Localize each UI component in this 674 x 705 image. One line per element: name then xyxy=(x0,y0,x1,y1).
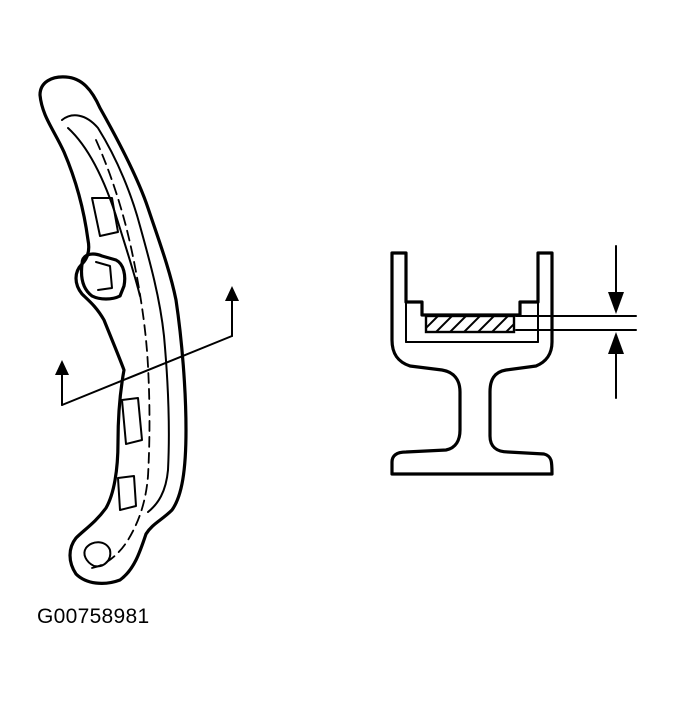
guide-rim xyxy=(61,114,170,513)
section-cut-line xyxy=(61,335,233,406)
wear-pad-hatch xyxy=(426,316,514,332)
guide-pocket-lower xyxy=(121,397,143,445)
arrow-up-icon xyxy=(55,360,69,375)
arrow-vertical-icon xyxy=(608,292,624,314)
cross-section-icon xyxy=(390,251,554,476)
wear-pad xyxy=(424,314,516,334)
guide-pocket-bottom xyxy=(117,475,137,511)
chain-guide-icon xyxy=(38,75,188,585)
guide-hidden-line xyxy=(91,139,151,569)
section-line xyxy=(55,286,239,406)
guide-tab-inner xyxy=(95,261,113,291)
arrow-up-icon xyxy=(225,286,239,301)
rail-profile xyxy=(390,251,554,476)
measurement-dimension xyxy=(515,245,637,399)
guide-hole xyxy=(83,541,112,568)
guide-outline xyxy=(38,75,188,585)
guide-pocket-upper xyxy=(91,197,119,237)
guide-tab xyxy=(79,252,127,301)
arrow-vertical-icon xyxy=(608,332,624,354)
figure-id-label: G00758981 xyxy=(37,605,150,628)
guide-inner-edge xyxy=(67,127,141,297)
